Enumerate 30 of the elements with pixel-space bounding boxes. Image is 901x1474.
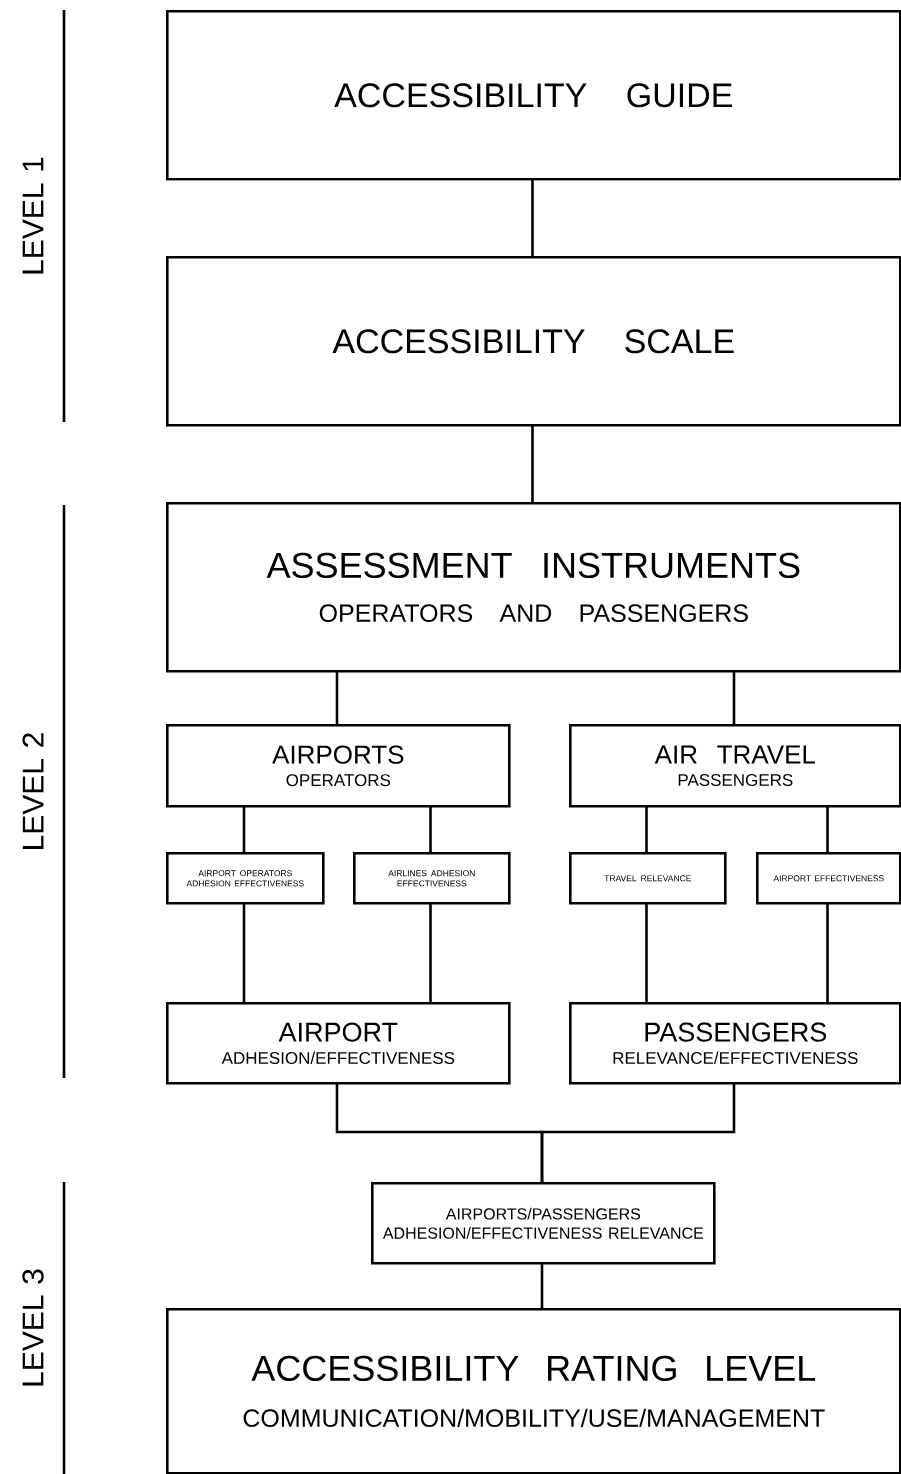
- connector-line: [242, 805, 246, 852]
- connector-line: [242, 902, 246, 1002]
- connector-line: [335, 670, 339, 724]
- process-box: AIRPORT OPERATORS ADHESION EFFECTIVENESS: [166, 852, 325, 905]
- process-box: AIRLINES ADHESION EFFECTIVENESS: [353, 852, 511, 905]
- connector-line: [531, 424, 534, 502]
- connector-line: [429, 902, 432, 1002]
- connector-line: [645, 805, 648, 852]
- process-box: AIRPORTS OPERATORS: [166, 724, 511, 808]
- connector-line: [429, 805, 432, 852]
- process-box: ASSESSMENT INSTRUMENTS OPERATORS AND PASSENGERS: [166, 502, 901, 673]
- process-box: ACCESSIBILITY RATING LEVEL COMMUNICATION/MOBILITY/USE/MANAGEMENT: [166, 1308, 901, 1474]
- process-box: TRAVEL RELEVANCE: [569, 852, 727, 905]
- connector-line: [645, 902, 648, 1002]
- connector-line: [732, 670, 736, 724]
- connector-line: [826, 805, 829, 852]
- connector-line: [540, 1082, 736, 1182]
- connector-line: [826, 902, 829, 1002]
- process-box: AIR TRAVEL PASSENGERS: [569, 724, 901, 808]
- level-label: LEVEL 1: [22, 157, 44, 274]
- level-label: LEVEL 2: [22, 733, 44, 849]
- process-box: ACCESSIBILITY GUIDE: [166, 10, 901, 181]
- process-box: AIRPORT EFFECTIVENESS: [756, 852, 901, 905]
- process-box: AIRPORTS/PASSENGERS ADHESION/EFFECTIVENESS RELEVANCE: [371, 1182, 716, 1265]
- process-box: AIRPORT ADHESION/EFFECTIVENESS: [166, 1002, 511, 1085]
- level-label: LEVEL 3: [22, 1269, 44, 1386]
- connector-line: [531, 178, 534, 256]
- connector-line: [540, 1262, 544, 1308]
- process-box: ACCESSIBILITY SCALE: [166, 256, 901, 427]
- process-box: PASSENGERS RELEVANCE/EFFECTIVENESS: [569, 1002, 901, 1085]
